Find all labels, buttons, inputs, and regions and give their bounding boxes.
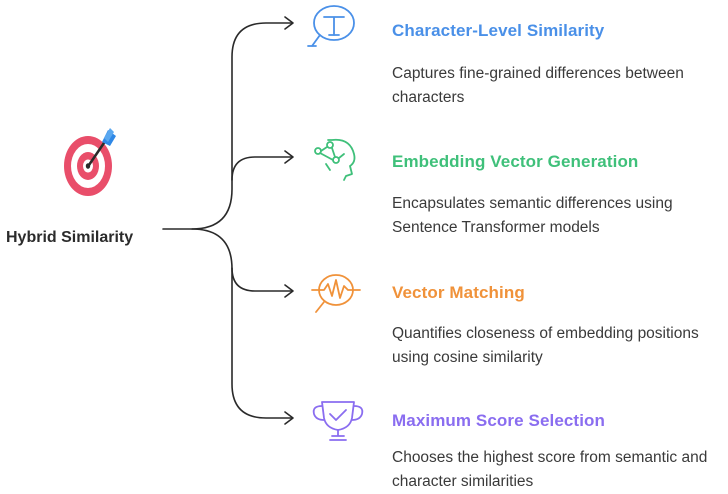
branch-desc-character-level: Captures fine-grained differences betwee…: [392, 65, 684, 106]
target-dart-icon: [58, 114, 122, 210]
root-label: Hybrid Similarity: [6, 229, 134, 246]
branch-title-embedding: Embedding Vector Generation: [392, 152, 639, 171]
branch-title-vector-matching: Vector Matching: [392, 283, 525, 302]
branch-title-max-score: Maximum Score Selection: [392, 411, 605, 430]
trophy-check-icon: [306, 394, 366, 444]
text-magnifier-icon: [306, 2, 366, 52]
branch-desc-max-score: Chooses the highest score from semantic …: [392, 449, 708, 490]
branch-title-character-level: Character-Level Similarity: [392, 21, 605, 40]
arrowhead-2: [284, 150, 294, 164]
arrowhead-4: [284, 411, 294, 425]
connector-branch-3: [231, 267, 293, 292]
connector-branch-2: [231, 156, 293, 181]
arrowhead-3: [284, 284, 294, 298]
connector-trunk: [162, 22, 293, 230]
waveform-magnifier-icon: [306, 268, 366, 318]
head-network-icon: [306, 134, 366, 184]
branch-desc-embedding: Encapsulates semantic differences using …: [392, 195, 673, 236]
connector-lower: [191, 228, 293, 419]
branch-desc-vector-matching: Quantifies closeness of embedding positi…: [392, 325, 699, 366]
arrowhead-1: [284, 16, 294, 30]
